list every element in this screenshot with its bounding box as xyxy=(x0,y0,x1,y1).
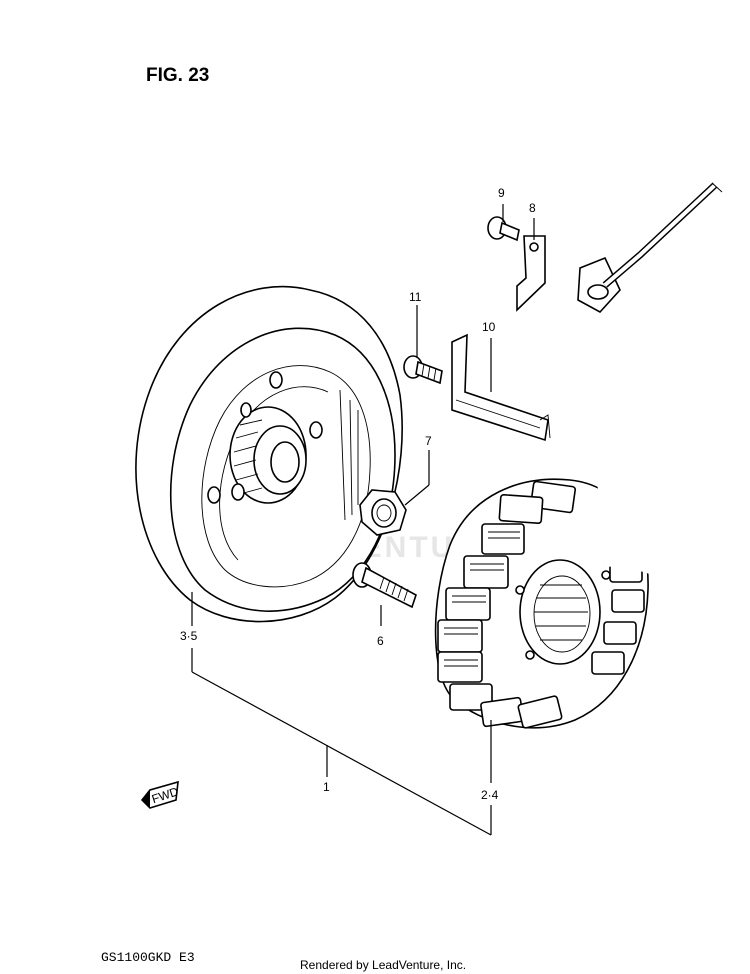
screw-9[interactable] xyxy=(487,216,520,242)
callout-9: 9 xyxy=(498,186,505,200)
stator[interactable] xyxy=(434,478,649,729)
figure-title: FIG. 23 xyxy=(146,65,209,86)
callout-labels: 9 8 11 10 7 6 3·5 1 2·4 xyxy=(180,186,536,802)
nut-7[interactable] xyxy=(359,489,407,536)
callout-7: 7 xyxy=(425,434,432,448)
callout-3-5: 3·5 xyxy=(180,629,198,643)
callout-8: 8 xyxy=(529,201,536,215)
callout-11: 11 xyxy=(409,290,422,304)
callout-6: 6 xyxy=(377,634,384,648)
screw-11[interactable] xyxy=(403,355,443,385)
footer-credit: Rendered by LeadVenture, Inc. xyxy=(300,958,466,972)
callout-10: 10 xyxy=(482,320,496,334)
fwd-arrow-icon: FWD xyxy=(140,780,181,809)
lead-wire-plate[interactable] xyxy=(451,333,551,442)
callout-1: 1 xyxy=(323,780,330,794)
wire-harness[interactable] xyxy=(544,182,723,584)
callout-2-4: 2·4 xyxy=(481,788,499,802)
model-code: GS1100GKD E3 xyxy=(101,950,195,965)
leader-lines xyxy=(191,204,535,836)
clamp-8[interactable] xyxy=(516,235,546,312)
bolt-6[interactable] xyxy=(352,562,417,609)
rotor-flywheel[interactable] xyxy=(135,285,403,623)
